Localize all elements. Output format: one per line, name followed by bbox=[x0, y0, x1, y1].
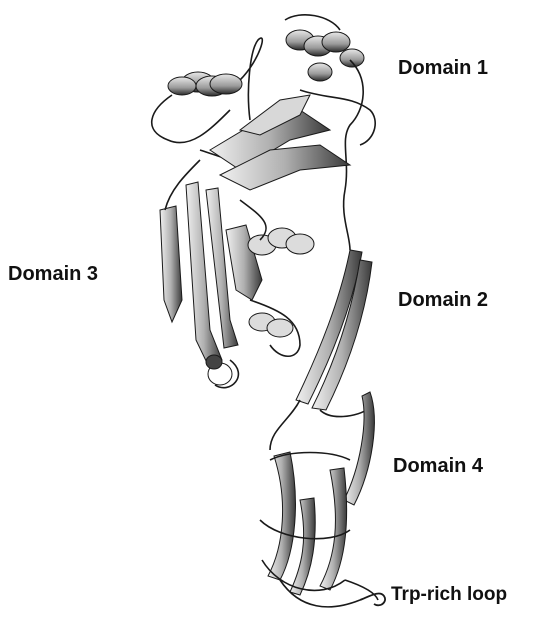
domain1-helices bbox=[168, 30, 364, 96]
trp-rich-loop bbox=[360, 593, 385, 605]
domain1-sheet bbox=[210, 95, 350, 190]
domain3-loops bbox=[165, 160, 300, 388]
domain4-label: Domain 4 bbox=[393, 456, 483, 476]
trp-rich-loop-label: Trp-rich loop bbox=[391, 585, 507, 604]
domain2-label: Domain 2 bbox=[398, 290, 488, 310]
domain3-label: Domain 3 bbox=[8, 264, 98, 284]
domain2-sheets bbox=[296, 250, 372, 410]
domain1-label: Domain 1 bbox=[398, 58, 488, 78]
domain3-sheets bbox=[160, 182, 262, 365]
